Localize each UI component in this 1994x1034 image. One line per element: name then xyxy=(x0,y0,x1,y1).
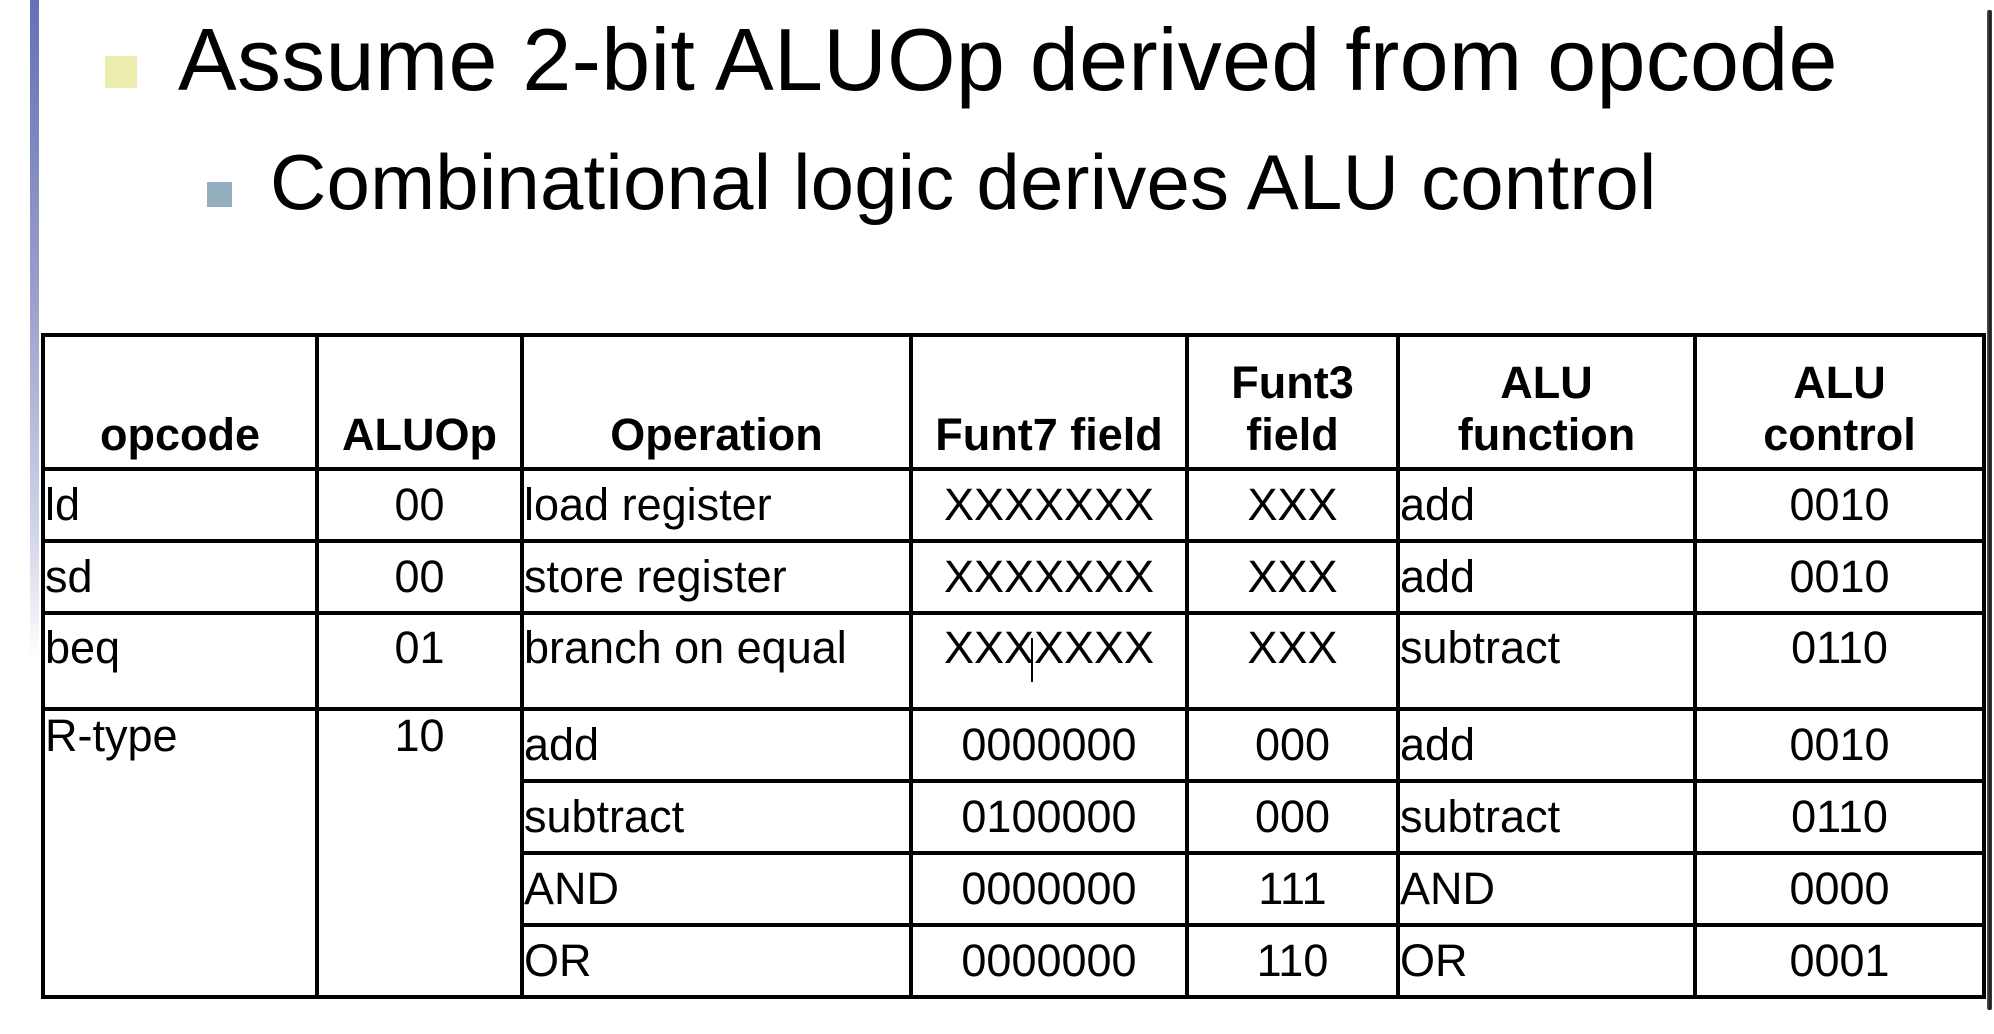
bullet-level1-text: Assume 2-bit ALUOp derived from opcode xyxy=(178,10,1838,109)
cell-funct3: XXX xyxy=(1185,539,1400,615)
bullet-level2-text: Combinational logic derives ALU control xyxy=(270,138,1657,226)
cell-funct7: 0000000 xyxy=(909,851,1189,927)
cell-funct3: XXX xyxy=(1185,611,1400,711)
cell-alu-control: 0010 xyxy=(1693,467,1986,543)
cell-alu-function: OR xyxy=(1396,923,1697,999)
cell-opcode-rtype: R-type xyxy=(41,707,319,999)
table-header-row: opcode ALUOp Operation Funt7 field Funt3… xyxy=(41,333,1986,471)
cell-operation: load register xyxy=(520,467,913,543)
cell-operation: subtract xyxy=(520,779,913,855)
cell-alu-function: subtract xyxy=(1396,611,1697,711)
header-aluop: ALUOp xyxy=(315,333,524,471)
cell-aluop-rtype: 10 xyxy=(315,707,524,999)
header-funct7: Funt7 field xyxy=(909,333,1189,471)
table-row: ld 00 load register XXXXXXX XXX add 0010 xyxy=(41,467,1986,543)
cell-opcode: beq xyxy=(41,611,319,711)
cell-operation: add xyxy=(520,707,913,783)
header-opcode: opcode xyxy=(41,333,319,471)
cell-operation: store register xyxy=(520,539,913,615)
cell-funct7: XXXXXXX xyxy=(909,467,1189,543)
cell-aluop: 00 xyxy=(315,467,524,543)
cell-alu-function: add xyxy=(1396,539,1697,615)
alu-control-table: opcode ALUOp Operation Funt7 field Funt3… xyxy=(41,333,1986,999)
table-row-rtype: AND 0000000 111 AND 0000 xyxy=(43,851,1986,927)
cell-alu-control: 0010 xyxy=(1693,539,1986,615)
table-row-rtype: OR 0000000 110 OR 0001 xyxy=(43,923,1986,999)
cell-funct7: 0000000 xyxy=(909,707,1189,783)
cell-alu-control: 0000 xyxy=(1693,851,1986,927)
window-edge xyxy=(1987,10,1992,1010)
cell-alu-function: AND xyxy=(1396,851,1697,927)
bullet-square-icon xyxy=(105,56,137,88)
cell-alu-function: add xyxy=(1396,707,1697,783)
cell-funct3: 110 xyxy=(1185,923,1400,999)
cell-alu-function: add xyxy=(1396,467,1697,543)
table-row: sd 00 store register XXXXXXX XXX add 001… xyxy=(41,539,1986,615)
header-operation: Operation xyxy=(520,333,913,471)
cell-opcode: ld xyxy=(41,467,319,543)
cell-funct3: 000 xyxy=(1185,707,1400,783)
cell-alu-control: 0110 xyxy=(1693,779,1986,855)
cell-funct3: 000 xyxy=(1185,779,1400,855)
cell-aluop: 00 xyxy=(315,539,524,615)
cell-operation: AND xyxy=(520,851,913,927)
cell-funct7: XXXXXXX xyxy=(909,539,1189,615)
cell-funct7[interactable]: XXXXXXX xyxy=(909,611,1189,711)
table-row-rtype: R-type 10 add 0000000 000 add 0010 xyxy=(41,707,1986,999)
cell-alu-control: 0001 xyxy=(1693,923,1986,999)
cell-opcode: sd xyxy=(41,539,319,615)
cell-funct7: 0000000 xyxy=(909,923,1189,999)
cell-operation: branch on equal xyxy=(520,611,913,711)
cell-funct3: XXX xyxy=(1185,467,1400,543)
slide-accent-bar xyxy=(30,0,39,660)
cell-alu-control: 0010 xyxy=(1693,707,1986,783)
cell-alu-control: 0110 xyxy=(1693,611,1986,711)
table-row: beq 01 branch on equal XXXXXXX XXX subtr… xyxy=(41,611,1986,711)
cell-funct3: 111 xyxy=(1185,851,1400,927)
cell-operation: OR xyxy=(520,923,913,999)
cell-funct7: 0100000 xyxy=(909,779,1189,855)
table-row-rtype: subtract 0100000 000 subtract 0110 xyxy=(43,779,1986,855)
bullet-square-small-icon xyxy=(207,182,232,207)
cell-alu-function: subtract xyxy=(1396,779,1697,855)
cell-aluop: 01 xyxy=(315,611,524,711)
text-cursor xyxy=(1031,638,1033,682)
